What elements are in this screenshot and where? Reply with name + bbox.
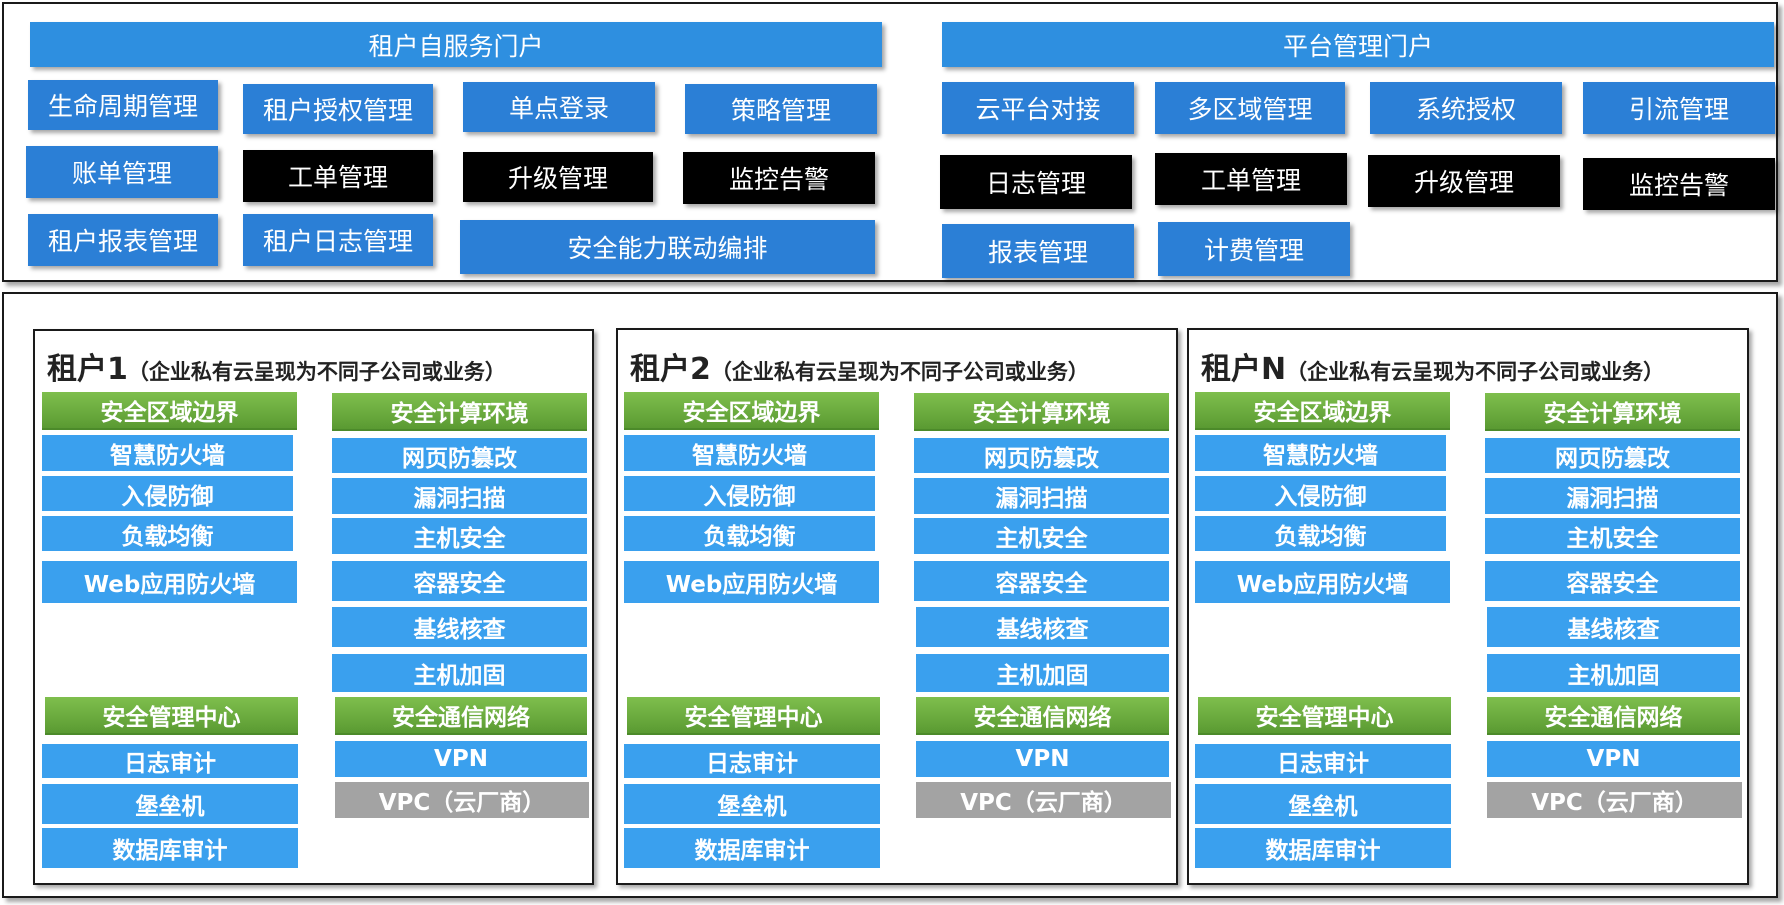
compute-item: 漏洞扫描	[332, 478, 587, 514]
tp-billing: 账单管理	[26, 146, 218, 198]
compute-item: 容器安全	[332, 561, 587, 601]
compute-item: 容器安全	[1485, 561, 1740, 601]
pp-log: 日志管理	[940, 155, 1132, 209]
compute-item: 网页防篡改	[332, 438, 587, 473]
tp-sso: 单点登录	[463, 82, 655, 132]
comm-item: VPN	[1487, 741, 1740, 777]
boundary-header: 安全区域边界	[1195, 392, 1450, 430]
compute-item: 基线核查	[332, 607, 587, 647]
boundary-item: 智慧防火墙	[1195, 435, 1446, 471]
platform-portal-header: 平台管理门户	[942, 22, 1774, 67]
compute-header: 安全计算环境	[1485, 393, 1740, 431]
mgmt-item: 堡垒机	[624, 784, 880, 824]
pp-upgrade: 升级管理	[1368, 155, 1560, 207]
tp-report: 租户报表管理	[28, 214, 218, 266]
boundary-item: 负载均衡	[624, 516, 875, 551]
mgmt-item: 数据库审计	[624, 828, 880, 868]
tenant-name: 租户2	[630, 352, 711, 387]
mgmt-header: 安全管理中心	[45, 697, 298, 735]
comm-item: VPC（云厂商）	[916, 782, 1171, 818]
mgmt-item: 堡垒机	[1195, 784, 1451, 824]
compute-item: 主机安全	[914, 518, 1169, 554]
tp-policy: 策略管理	[685, 84, 877, 134]
boundary-item: 负载均衡	[1195, 516, 1446, 551]
comm-item: VPC（云厂商）	[1487, 782, 1742, 818]
compute-item: 主机安全	[332, 518, 587, 554]
compute-item: 基线核查	[916, 607, 1169, 647]
boundary-header: 安全区域边界	[42, 392, 297, 430]
tenant-desc: （企业私有云呈现为不同子公司或业务）	[710, 360, 1089, 384]
mgmt-item: 堡垒机	[42, 784, 298, 824]
compute-item: 基线核查	[1487, 607, 1740, 647]
mgmt-item: 数据库审计	[1195, 828, 1451, 868]
compute-item: 主机加固	[1487, 654, 1740, 692]
tenant-panel: 租户1（企业私有云呈现为不同子公司或业务） 安全区域边界 智慧防火墙 入侵防御 …	[33, 329, 594, 885]
compute-item: 网页防篡改	[914, 438, 1169, 473]
comm-item: VPC（云厂商）	[335, 782, 589, 818]
tenant-panel: 租户N（企业私有云呈现为不同子公司或业务） 安全区域边界 智慧防火墙 入侵防御 …	[1187, 328, 1749, 885]
boundary-item: 入侵防御	[1195, 476, 1446, 511]
tp-monitor: 监控告警	[683, 152, 875, 204]
tenant-desc: （企业私有云呈现为不同子公司或业务）	[1286, 360, 1665, 384]
tenant-title: 租户N（企业私有云呈现为不同子公司或业务）	[1201, 344, 1664, 388]
compute-header: 安全计算环境	[914, 393, 1169, 431]
tp-log: 租户日志管理	[243, 214, 433, 266]
tenant-title: 租户1（企业私有云呈现为不同子公司或业务）	[47, 344, 506, 388]
comm-header: 安全通信网络	[1487, 697, 1740, 735]
boundary-header: 安全区域边界	[624, 392, 879, 430]
tenant-name: 租户1	[47, 352, 128, 387]
compute-item: 漏洞扫描	[1485, 478, 1740, 514]
compute-item: 网页防篡改	[1485, 438, 1740, 473]
compute-item: 主机加固	[916, 654, 1169, 692]
pp-ticket: 工单管理	[1155, 153, 1347, 205]
boundary-item: 入侵防御	[42, 476, 293, 511]
pp-cloud-connect: 云平台对接	[942, 82, 1134, 134]
pp-billing: 计费管理	[1158, 222, 1350, 276]
mgmt-item: 数据库审计	[42, 828, 298, 868]
boundary-item: 负载均衡	[42, 516, 293, 551]
tenant-desc: （企业私有云呈现为不同子公司或业务）	[127, 360, 506, 384]
boundary-item: Web应用防火墙	[1195, 561, 1450, 603]
tp-tenant-auth: 租户授权管理	[243, 84, 433, 134]
compute-header: 安全计算环境	[332, 393, 587, 431]
boundary-item: Web应用防火墙	[624, 561, 879, 603]
boundary-item: 智慧防火墙	[42, 435, 293, 471]
boundary-item: 智慧防火墙	[624, 435, 875, 471]
tenant-title: 租户2（企业私有云呈现为不同子公司或业务）	[630, 344, 1089, 388]
pp-report: 报表管理	[942, 224, 1134, 278]
comm-item: VPN	[335, 741, 587, 777]
pp-sys-auth: 系统授权	[1370, 82, 1562, 134]
mgmt-header: 安全管理中心	[627, 697, 880, 735]
pp-traffic: 引流管理	[1583, 82, 1775, 134]
comm-header: 安全通信网络	[916, 697, 1169, 735]
pp-multi-region: 多区域管理	[1155, 82, 1345, 134]
mgmt-item: 日志审计	[624, 744, 880, 778]
tp-orchestration: 安全能力联动编排	[460, 220, 875, 274]
compute-item: 主机安全	[1485, 518, 1740, 554]
pp-monitor: 监控告警	[1583, 158, 1775, 210]
mgmt-header: 安全管理中心	[1198, 697, 1451, 735]
tp-lifecycle: 生命周期管理	[28, 80, 218, 130]
comm-header: 安全通信网络	[335, 697, 587, 735]
tp-ticket: 工单管理	[243, 150, 433, 202]
compute-item: 主机加固	[332, 654, 587, 692]
compute-item: 漏洞扫描	[914, 478, 1169, 514]
tenant-panel: 租户2（企业私有云呈现为不同子公司或业务） 安全区域边界 智慧防火墙 入侵防御 …	[616, 328, 1178, 885]
tenant-name: 租户N	[1201, 352, 1287, 387]
boundary-item: Web应用防火墙	[42, 561, 297, 603]
mgmt-item: 日志审计	[42, 744, 298, 778]
tenant-portal-header: 租户自服务门户	[30, 22, 882, 67]
comm-item: VPN	[916, 741, 1169, 777]
compute-item: 容器安全	[914, 561, 1169, 601]
mgmt-item: 日志审计	[1195, 744, 1451, 778]
boundary-item: 入侵防御	[624, 476, 875, 511]
tp-upgrade: 升级管理	[463, 152, 653, 202]
